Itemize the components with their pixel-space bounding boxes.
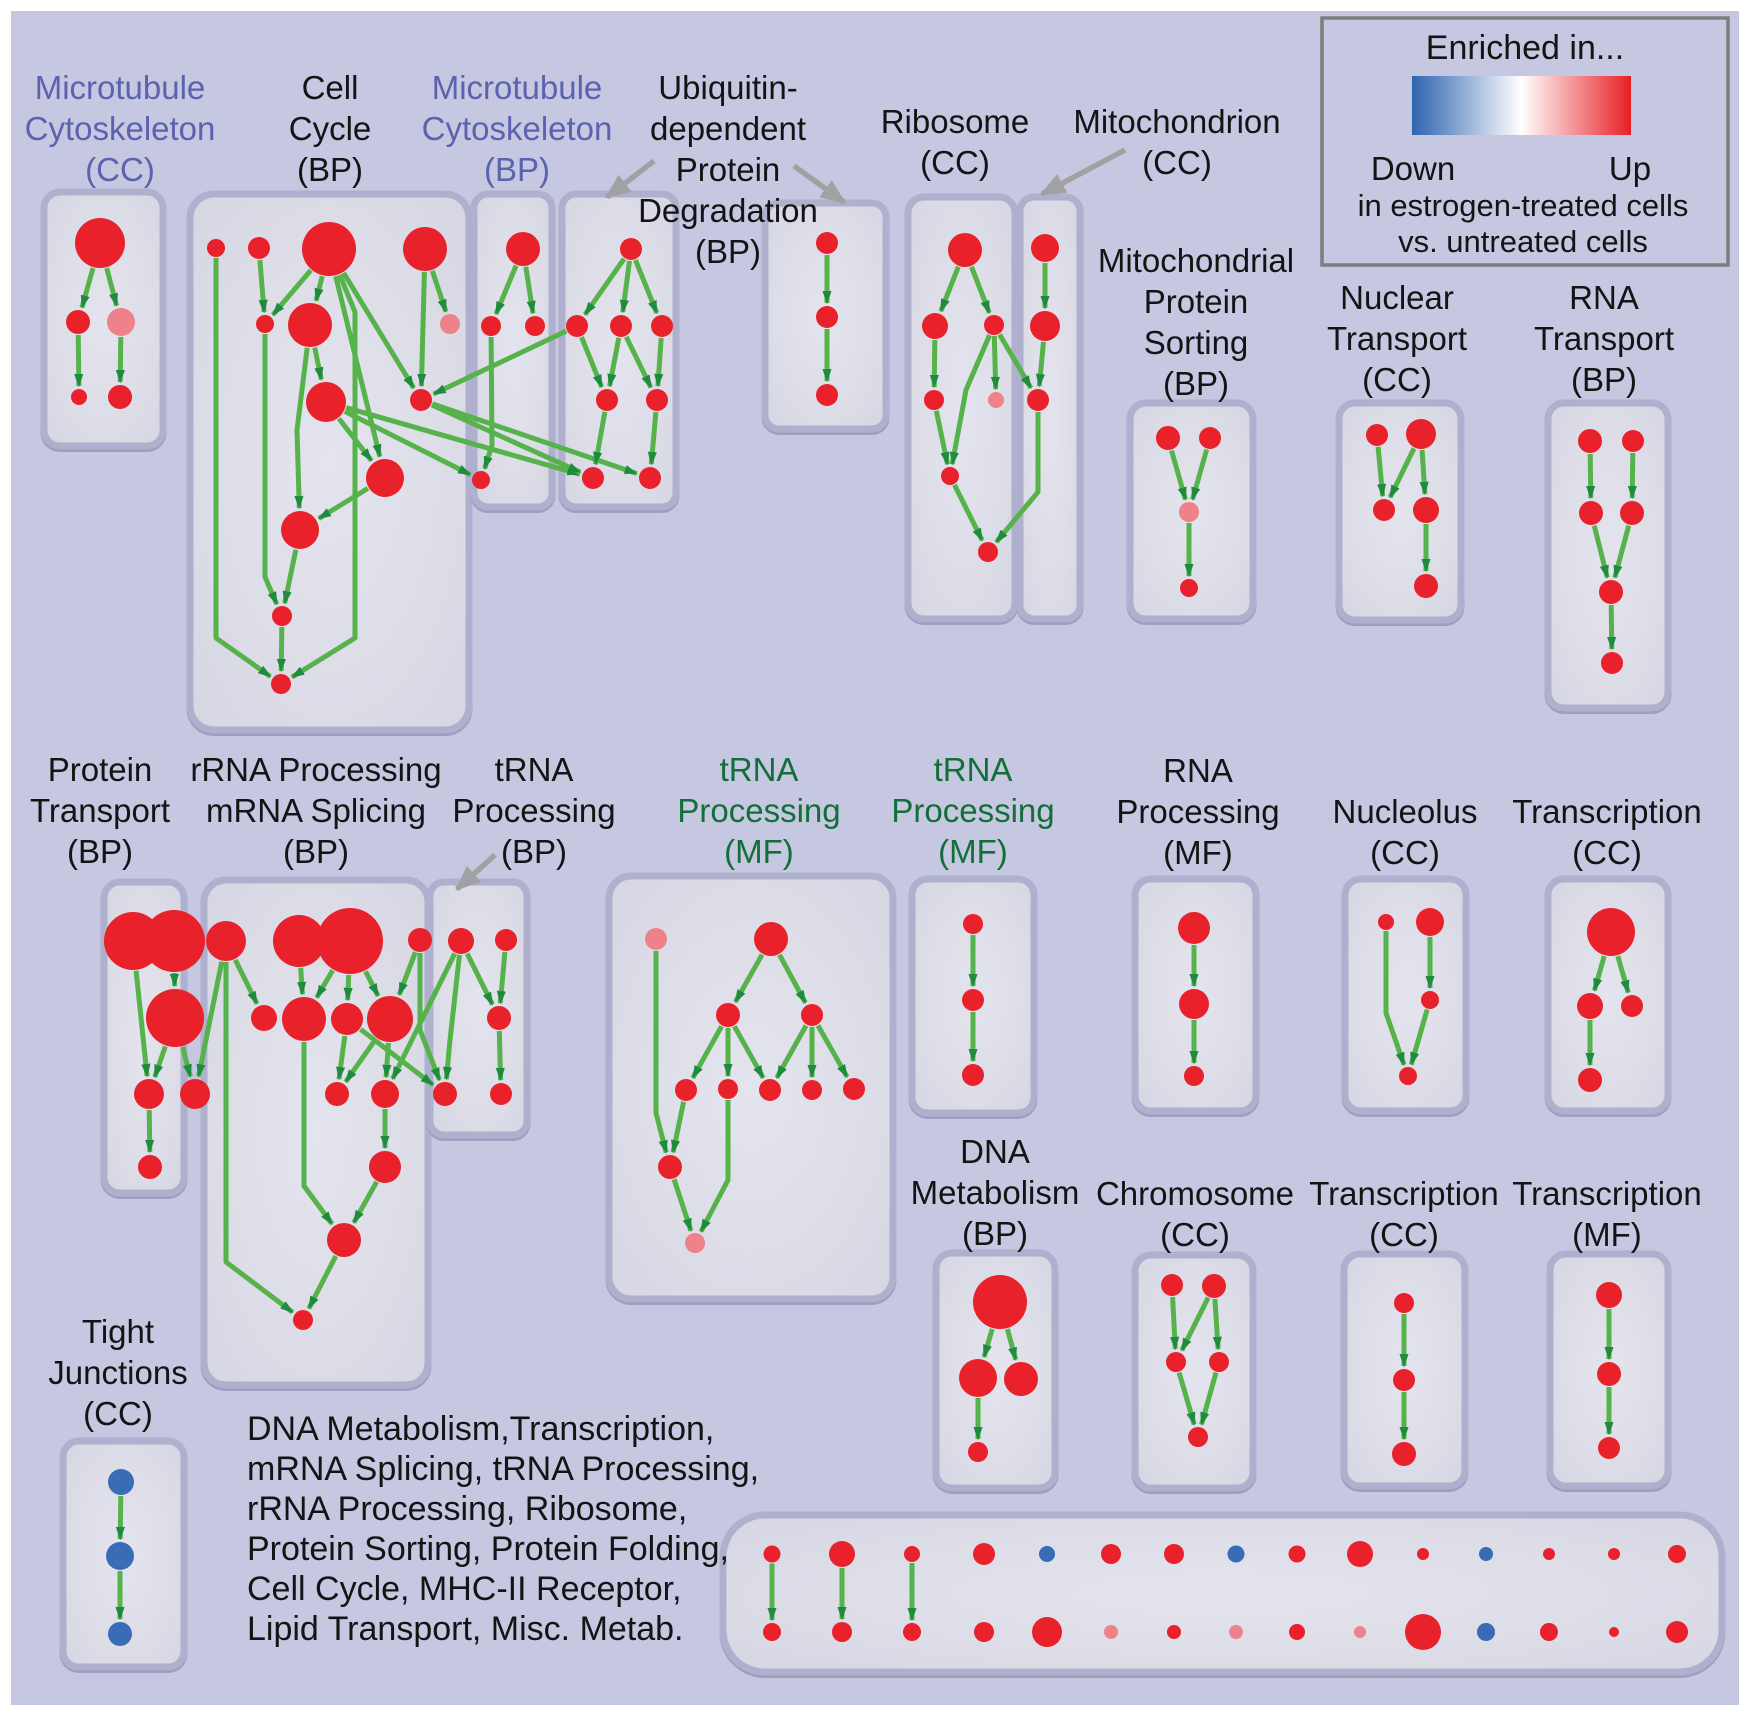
svg-text:Microtubule: Microtubule	[35, 69, 206, 106]
svg-text:Microtubule: Microtubule	[432, 69, 603, 106]
svg-text:Protein: Protein	[1144, 283, 1249, 320]
svg-text:Ubiquitin-: Ubiquitin-	[658, 69, 797, 106]
svg-text:Cytoskeleton: Cytoskeleton	[422, 110, 613, 147]
svg-text:(BP): (BP)	[67, 833, 133, 870]
svg-text:Cell Cycle, MHC-II Receptor,: Cell Cycle, MHC-II Receptor,	[247, 1570, 682, 1608]
svg-text:(CC): (CC)	[1370, 834, 1440, 871]
svg-text:Processing: Processing	[677, 792, 840, 829]
svg-text:Transcription: Transcription	[1309, 1175, 1499, 1212]
svg-text:(MF): (MF)	[1163, 834, 1233, 871]
svg-text:mRNA Splicing, tRNA Processing: mRNA Splicing, tRNA Processing,	[247, 1450, 759, 1488]
svg-text:Transport: Transport	[1534, 320, 1674, 357]
svg-text:Processing: Processing	[452, 792, 615, 829]
svg-text:(BP): (BP)	[484, 151, 550, 188]
svg-text:(MF): (MF)	[724, 833, 794, 870]
svg-text:DNA: DNA	[960, 1133, 1030, 1170]
svg-text:tRNA: tRNA	[495, 751, 574, 788]
svg-text:(CC): (CC)	[1572, 834, 1642, 871]
svg-text:Cycle: Cycle	[289, 110, 372, 147]
svg-text:mRNA Splicing: mRNA Splicing	[206, 792, 426, 829]
svg-text:Enriched in...: Enriched in...	[1426, 29, 1624, 67]
svg-text:Up: Up	[1609, 150, 1651, 187]
svg-text:(MF): (MF)	[938, 833, 1008, 870]
svg-text:DNA Metabolism,Transcription,: DNA Metabolism,Transcription,	[247, 1410, 714, 1448]
svg-text:RNA: RNA	[1163, 752, 1233, 789]
svg-text:tRNA: tRNA	[934, 751, 1013, 788]
svg-text:dependent: dependent	[650, 110, 806, 147]
svg-text:(BP): (BP)	[1571, 361, 1637, 398]
svg-text:Mitochondrion: Mitochondrion	[1073, 103, 1280, 140]
svg-text:Processing: Processing	[891, 792, 1054, 829]
svg-text:(CC): (CC)	[920, 144, 990, 181]
svg-text:Nucleolus: Nucleolus	[1333, 793, 1478, 830]
svg-text:Cytoskeleton: Cytoskeleton	[25, 110, 216, 147]
svg-text:(CC): (CC)	[1369, 1216, 1439, 1253]
svg-text:rRNA Processing, Ribosome,: rRNA Processing, Ribosome,	[247, 1490, 687, 1528]
svg-text:Nuclear: Nuclear	[1340, 279, 1454, 316]
svg-text:(CC): (CC)	[1160, 1216, 1230, 1253]
svg-text:Transport: Transport	[1327, 320, 1467, 357]
svg-text:vs. untreated cells: vs. untreated cells	[1398, 224, 1648, 259]
svg-text:Transcription: Transcription	[1512, 793, 1702, 830]
svg-text:in estrogen-treated cells: in estrogen-treated cells	[1358, 188, 1689, 223]
svg-text:(BP): (BP)	[962, 1215, 1028, 1252]
svg-text:(MF): (MF)	[1572, 1216, 1642, 1253]
svg-text:Tight: Tight	[82, 1313, 154, 1350]
svg-text:Protein: Protein	[676, 151, 781, 188]
svg-text:Junctions: Junctions	[48, 1354, 187, 1391]
svg-text:Metabolism: Metabolism	[911, 1174, 1080, 1211]
svg-text:(CC): (CC)	[85, 151, 155, 188]
svg-text:Down: Down	[1371, 150, 1455, 187]
svg-text:(CC): (CC)	[1142, 144, 1212, 181]
svg-text:Mitochondrial: Mitochondrial	[1098, 242, 1294, 279]
svg-text:tRNA: tRNA	[720, 751, 799, 788]
svg-text:Ribosome: Ribosome	[881, 103, 1030, 140]
svg-text:Degradation: Degradation	[638, 192, 818, 229]
svg-text:Transport: Transport	[30, 792, 170, 829]
svg-text:Cell: Cell	[302, 69, 359, 106]
svg-text:Lipid Transport, Misc. Metab.: Lipid Transport, Misc. Metab.	[247, 1610, 684, 1648]
svg-text:Protein: Protein	[48, 751, 153, 788]
svg-text:rRNA Processing: rRNA Processing	[190, 751, 441, 788]
svg-text:Transcription: Transcription	[1512, 1175, 1702, 1212]
svg-text:(BP): (BP)	[695, 233, 761, 270]
svg-text:(BP): (BP)	[297, 151, 363, 188]
svg-text:(CC): (CC)	[1362, 361, 1432, 398]
svg-text:(BP): (BP)	[1163, 365, 1229, 402]
svg-text:(BP): (BP)	[283, 833, 349, 870]
svg-text:Chromosome: Chromosome	[1096, 1175, 1294, 1212]
svg-text:(BP): (BP)	[501, 833, 567, 870]
svg-text:Protein Sorting, Protein Foldi: Protein Sorting, Protein Folding,	[247, 1530, 729, 1568]
svg-text:(CC): (CC)	[83, 1395, 153, 1432]
svg-text:Processing: Processing	[1116, 793, 1279, 830]
svg-text:RNA: RNA	[1569, 279, 1639, 316]
svg-text:Sorting: Sorting	[1144, 324, 1249, 361]
